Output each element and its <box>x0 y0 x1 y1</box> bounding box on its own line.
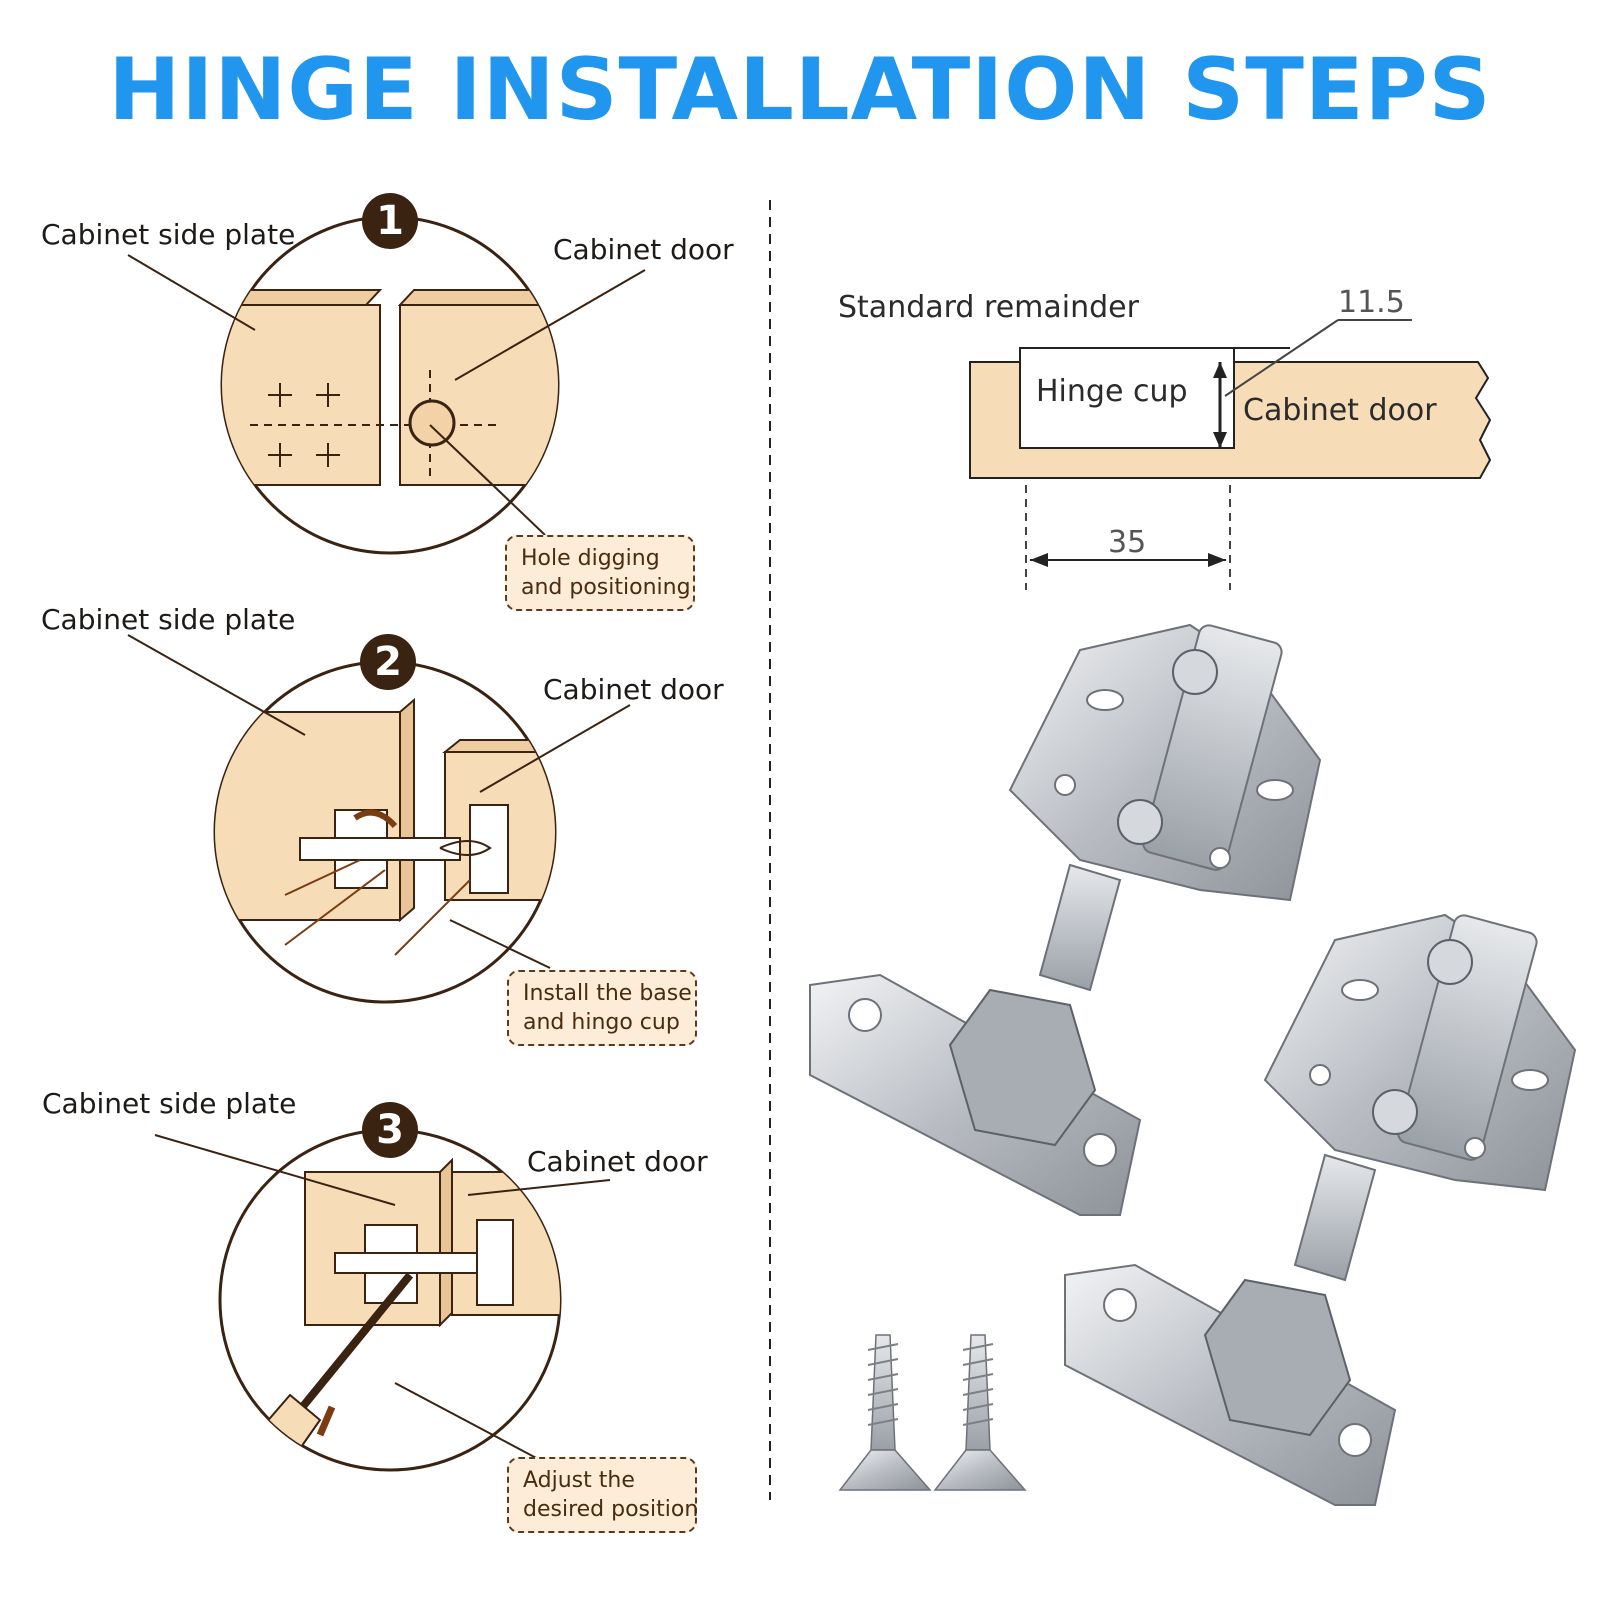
step-1-number-badge: 1 <box>362 193 418 249</box>
step-3-note-line-2: desired position <box>523 1497 699 1522</box>
step-1-note-line-2: and positioning <box>521 575 691 600</box>
screw-1 <box>838 1334 932 1491</box>
step-1-note-line-1: Hole digging <box>521 546 660 571</box>
step-1-side-plate-label: Cabinet side plate <box>41 218 296 251</box>
step-2-note: Install the base and hingo cup <box>507 970 697 1046</box>
step-3-note-line-1: Adjust the <box>523 1468 635 1493</box>
hinge-1 <box>809 623 1322 1216</box>
step-1-note: Hole digging and positioning <box>505 535 695 611</box>
dimension-value-top: 11.5 <box>1338 285 1405 320</box>
step-3-illustration <box>154 1128 611 1472</box>
hinge-cup-label: Hinge cup <box>1036 374 1188 409</box>
cabinet-door-label: Cabinet door <box>1243 393 1437 428</box>
step-1-door-label: Cabinet door <box>553 233 734 266</box>
step-3-number-badge: 3 <box>362 1102 418 1158</box>
step-1-illustration <box>127 215 646 555</box>
step-2-side-plate-label: Cabinet side plate <box>41 603 296 636</box>
step-3-door-label: Cabinet door <box>527 1145 708 1178</box>
dimension-value-width: 35 <box>1108 525 1147 560</box>
page-title: HINGE INSTALLATION STEPS <box>108 40 1492 140</box>
step-2-illustration <box>127 634 631 1004</box>
screw-2 <box>933 1334 1027 1491</box>
step-3-note: Adjust the desired position <box>507 1457 699 1533</box>
step-2-door-label: Cabinet door <box>543 673 724 706</box>
step-2-note-line-2: and hingo cup <box>523 1010 680 1035</box>
step-3-side-plate-label: Cabinet side plate <box>42 1087 297 1120</box>
step-2-number-badge: 2 <box>360 634 416 690</box>
hinge-cup-dimension-diagram <box>969 319 1492 590</box>
hinge-2 <box>1064 913 1577 1506</box>
standard-remainder-label: Standard remainder <box>838 290 1139 325</box>
step-2-note-line-1: Install the base <box>523 981 692 1006</box>
